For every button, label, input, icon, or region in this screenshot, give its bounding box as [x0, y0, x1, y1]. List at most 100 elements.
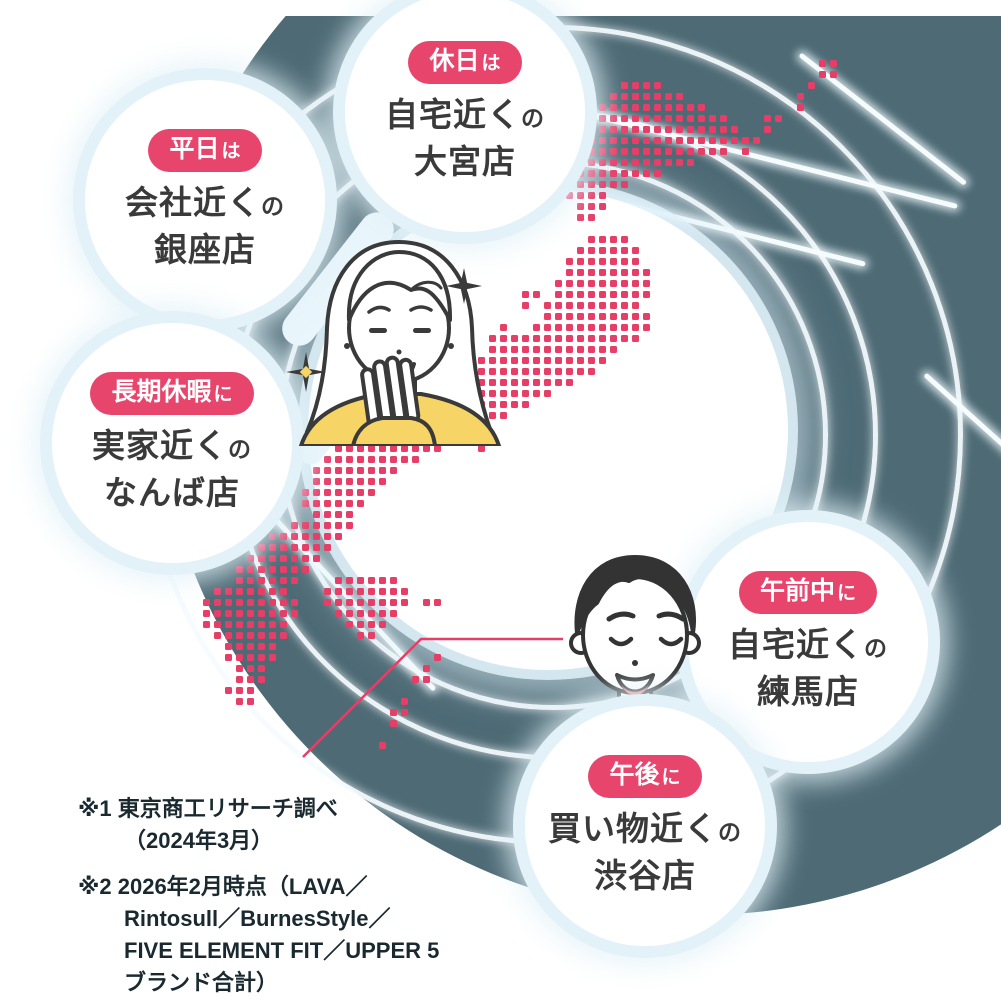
map-dot — [621, 280, 628, 287]
map-dot — [313, 478, 320, 485]
map-dot — [654, 137, 661, 144]
map-dot — [610, 335, 617, 342]
map-dot — [544, 324, 551, 331]
map-dot — [610, 115, 617, 122]
map-dot — [577, 324, 584, 331]
map-dot — [302, 489, 309, 496]
store-phrase-main: 買い物近く — [548, 810, 718, 847]
map-dot — [280, 533, 287, 540]
map-dot — [621, 126, 628, 133]
store-phrase-main: 自宅近く — [385, 96, 521, 133]
map-dot — [566, 269, 573, 276]
map-dot — [247, 698, 254, 705]
map-dot — [335, 489, 342, 496]
store-phrase-main: 実家近く — [92, 427, 228, 464]
map-dot — [511, 368, 518, 375]
map-dot — [247, 632, 254, 639]
time-tag-particle: に — [837, 583, 857, 604]
map-dot — [335, 500, 342, 507]
map-dot — [335, 610, 342, 617]
map-dot — [665, 137, 672, 144]
map-dot — [555, 280, 562, 287]
map-dot — [632, 93, 639, 100]
map-dot — [324, 467, 331, 474]
map-dot — [434, 654, 441, 661]
footnote-line: （2024年3月） — [124, 828, 274, 853]
map-dot — [258, 599, 265, 606]
map-dot — [621, 82, 628, 89]
store-phrase-main: 会社近く — [125, 184, 261, 221]
map-dot — [599, 148, 606, 155]
map-dot — [357, 467, 364, 474]
map-dot — [654, 170, 661, 177]
map-dot — [533, 324, 540, 331]
map-dot — [368, 632, 375, 639]
map-dot — [588, 137, 595, 144]
map-dot — [247, 654, 254, 661]
map-dot — [247, 621, 254, 628]
map-dot — [610, 137, 617, 144]
map-dot — [280, 621, 287, 628]
store-phrase-particle: の — [228, 436, 252, 462]
map-dot — [610, 291, 617, 298]
map-dot — [588, 280, 595, 287]
map-dot — [478, 379, 485, 386]
map-dot — [302, 522, 309, 529]
store-phrase: 自宅近くの — [728, 623, 888, 670]
map-dot — [621, 302, 628, 309]
map-dot — [566, 368, 573, 375]
map-dot — [368, 456, 375, 463]
map-dot — [621, 148, 628, 155]
footnote-line: FIVE ELEMENT FIT／UPPER 5 — [124, 938, 440, 963]
bubble-vacation-namba: 長期休暇に 実家近くの なんば店 — [52, 323, 292, 563]
map-dot — [577, 214, 584, 221]
map-dot — [489, 379, 496, 386]
map-dot — [390, 456, 397, 463]
map-dot — [610, 258, 617, 265]
map-dot — [236, 698, 243, 705]
map-dot — [632, 291, 639, 298]
map-dot — [588, 324, 595, 331]
map-dot — [599, 258, 606, 265]
map-dot — [621, 258, 628, 265]
map-dot — [247, 676, 254, 683]
map-dot — [522, 302, 529, 309]
map-dot — [478, 368, 485, 375]
map-dot — [632, 126, 639, 133]
map-dot — [236, 676, 243, 683]
map-dot — [621, 115, 628, 122]
map-dot — [555, 368, 562, 375]
map-dot — [698, 126, 705, 133]
map-dot — [324, 478, 331, 485]
map-dot — [588, 313, 595, 320]
map-dot — [269, 577, 276, 584]
map-dot — [621, 137, 628, 144]
map-dot — [269, 544, 276, 551]
map-dot — [346, 500, 353, 507]
map-dot — [599, 346, 606, 353]
map-dot — [346, 588, 353, 595]
map-dot — [511, 335, 518, 342]
store-phrase: 会社近くの — [125, 181, 285, 228]
map-dot — [676, 115, 683, 122]
map-dot — [566, 313, 573, 320]
map-dot — [555, 357, 562, 364]
map-dot — [610, 159, 617, 166]
map-dot — [599, 357, 606, 364]
map-dot — [566, 258, 573, 265]
map-dot — [555, 379, 562, 386]
map-dot — [599, 137, 606, 144]
map-dot — [687, 148, 694, 155]
map-dot — [621, 93, 628, 100]
map-dot — [643, 115, 650, 122]
store-name: なんば店 — [104, 474, 240, 511]
map-dot — [588, 258, 595, 265]
map-dot — [676, 126, 683, 133]
map-dot — [335, 577, 342, 584]
map-dot — [500, 412, 507, 419]
map-dot — [588, 357, 595, 364]
map-dot — [357, 599, 364, 606]
map-dot — [533, 291, 540, 298]
map-dot — [368, 621, 375, 628]
map-dot — [269, 533, 276, 540]
